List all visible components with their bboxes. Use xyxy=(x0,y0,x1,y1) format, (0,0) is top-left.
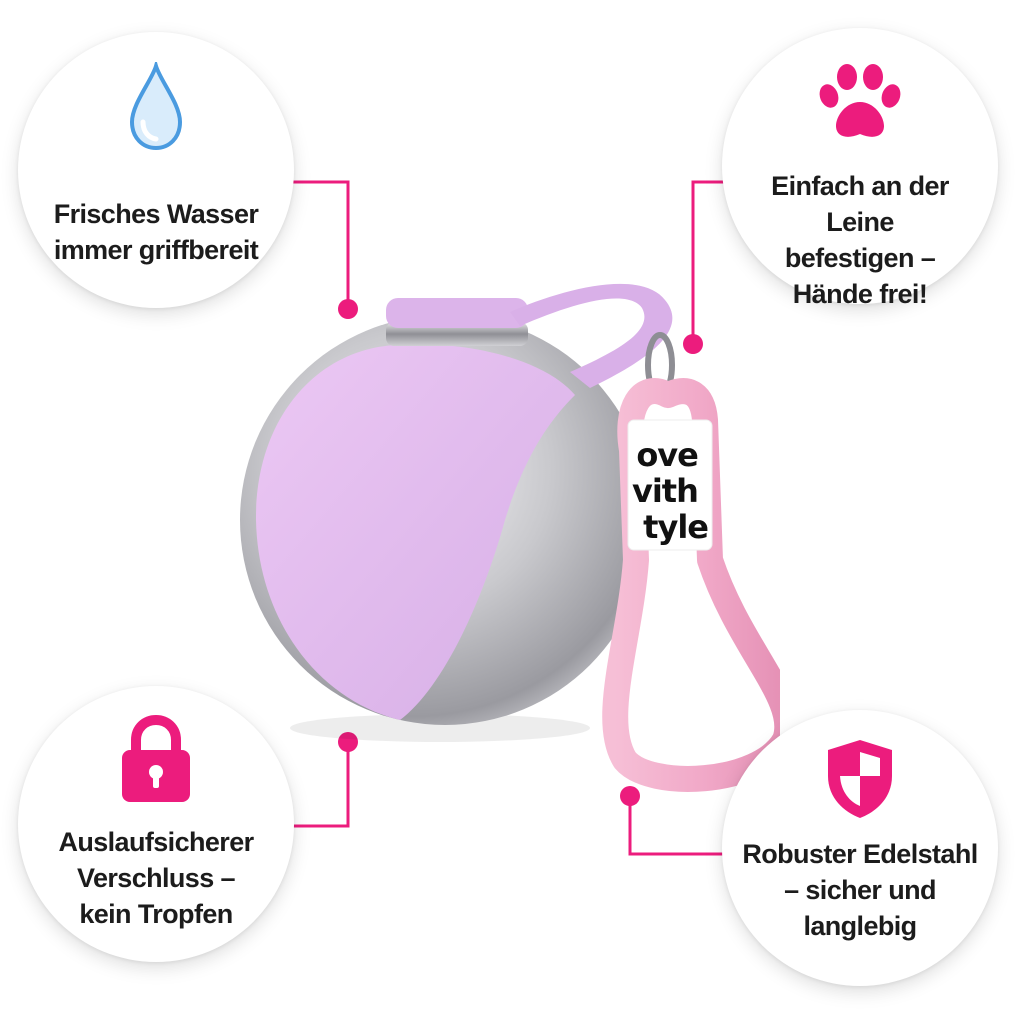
connector-water xyxy=(290,180,350,304)
water-drop-icon xyxy=(126,58,186,157)
padlock-icon xyxy=(118,714,194,811)
feature-text-line: kein Tropfen xyxy=(79,899,233,929)
water-bottle-illustration: ove vith tyle xyxy=(240,283,780,792)
feature-text-line: Robuster Edelstahl xyxy=(742,839,978,869)
feature-text-line: Frisches Wasser xyxy=(53,199,259,229)
tag-line-1: ove xyxy=(636,436,698,474)
feature-leakproof: Auslaufsicherer Verschluss – kein Tropfe… xyxy=(18,686,294,962)
feature-leash-attach: Einfach an der Leine befestigen – Hände … xyxy=(722,28,998,309)
feature-leash-attach-text: Einfach an der Leine befestigen – Hände … xyxy=(734,168,986,312)
feature-leakproof-text: Auslaufsicherer Verschluss – kein Tropfe… xyxy=(30,824,282,932)
feature-text-line: Einfach an der Leine xyxy=(771,171,949,237)
feature-text-line: langlebig xyxy=(803,911,917,941)
feature-text-line: immer griffbereit xyxy=(53,235,259,265)
shield-icon xyxy=(822,736,898,827)
connector-leash xyxy=(691,180,730,340)
connector-lock xyxy=(278,744,350,828)
connector-dot-steel xyxy=(620,786,640,806)
svg-text:ove vith tyle: ove vith tyle xyxy=(632,436,708,546)
feature-text-line: Auslaufsicherer xyxy=(58,827,254,857)
connector-dot-leash xyxy=(683,334,703,354)
feature-fresh-water: Frisches Wasser immer griffbereit xyxy=(18,32,294,308)
tag-line-3: tyle xyxy=(643,508,708,546)
feature-text-line: befestigen – xyxy=(784,243,936,273)
feature-text-line: – sicher und xyxy=(784,875,936,905)
feature-text-line: Verschluss – xyxy=(77,863,236,893)
feature-robust-steel: Robuster Edelstahl – sicher und langlebi… xyxy=(722,710,998,986)
rope-tag xyxy=(627,419,713,551)
silicone-sleeve xyxy=(255,344,575,720)
handle-strap xyxy=(510,283,673,388)
feature-robust-steel-text: Robuster Edelstahl – sicher und langlebi… xyxy=(734,836,986,944)
feature-fresh-water-text: Frisches Wasser immer griffbereit xyxy=(30,196,282,268)
connector-dot-water xyxy=(338,299,358,319)
connector-steel xyxy=(628,798,746,856)
paw-icon xyxy=(818,64,902,147)
feature-text-line: Hände frei! xyxy=(792,279,928,309)
connector-dot-lock xyxy=(338,732,358,752)
tag-line-2: vith xyxy=(632,472,698,510)
cap xyxy=(386,298,528,328)
